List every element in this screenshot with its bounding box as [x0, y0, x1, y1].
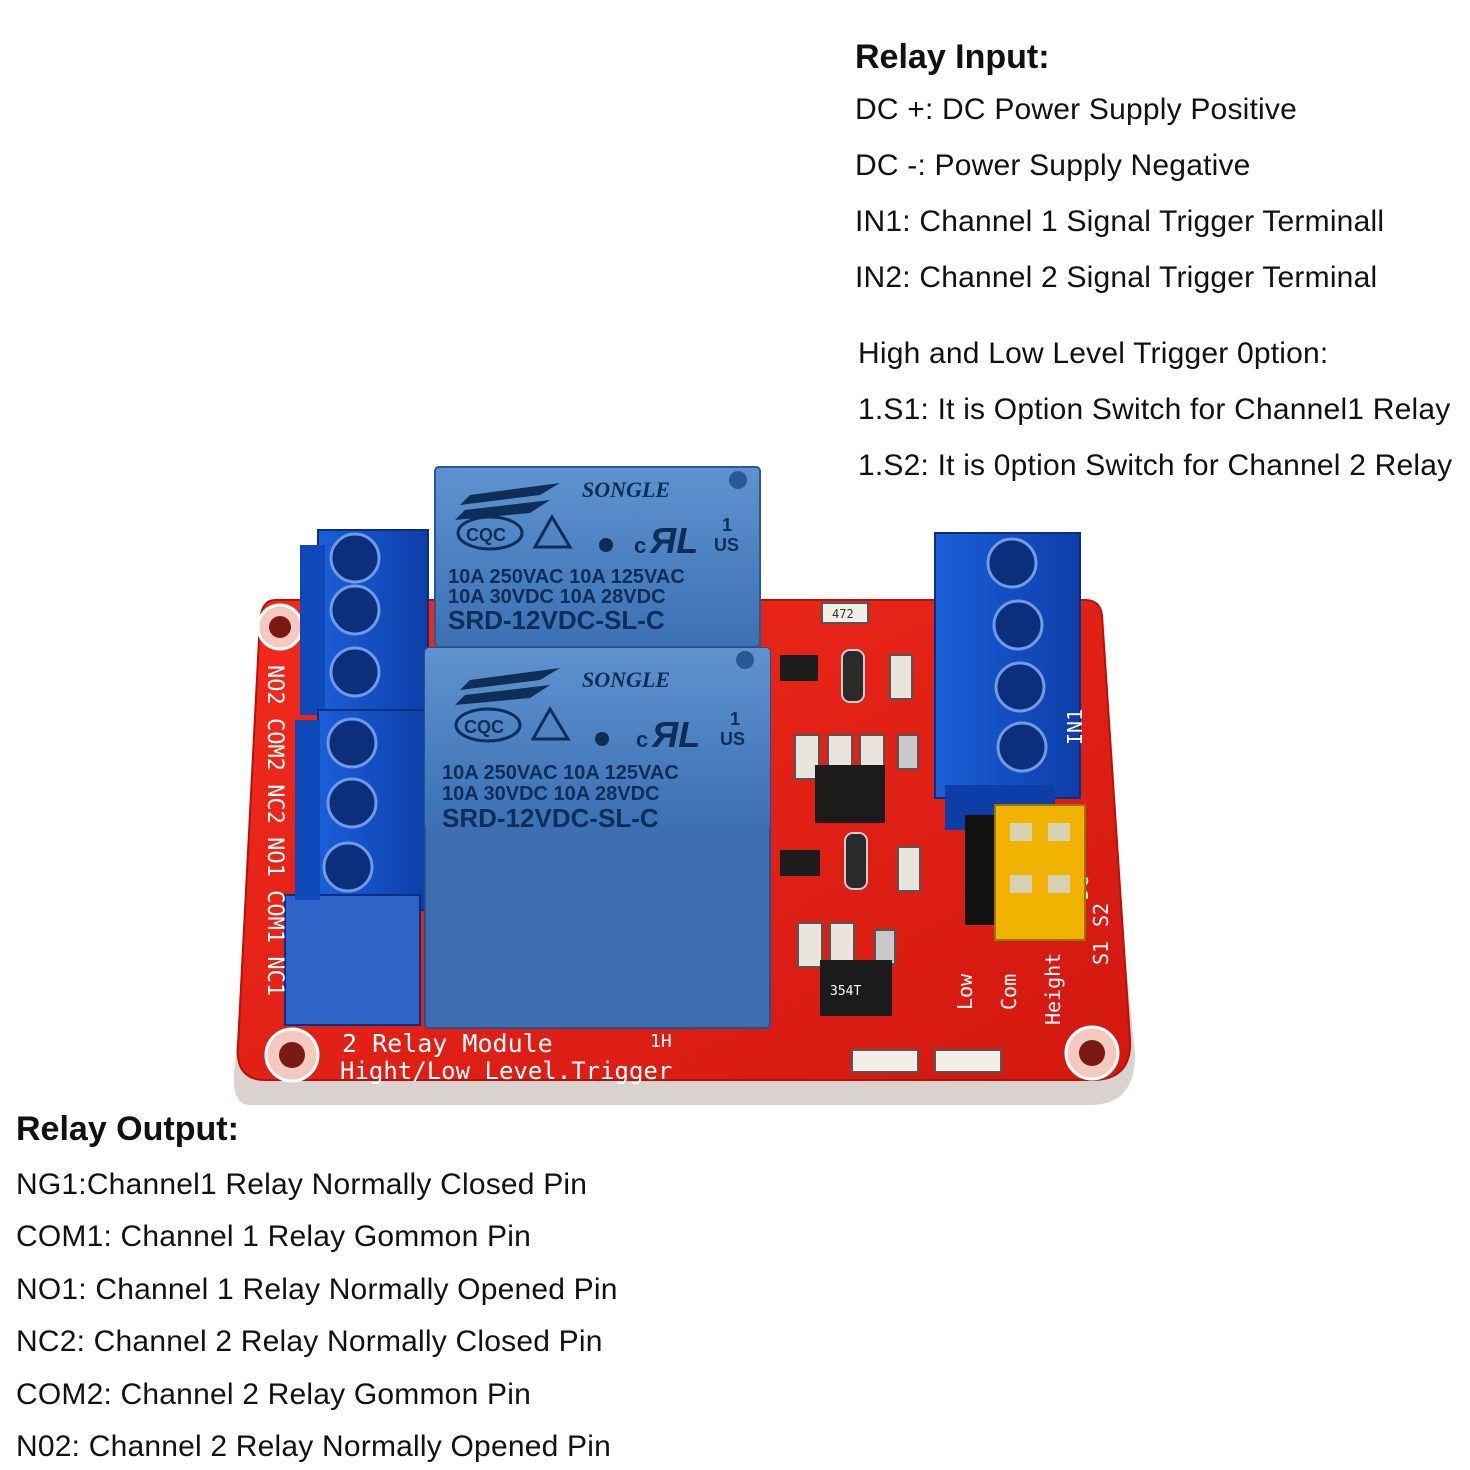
relay-front-ul-num: 1 [730, 709, 740, 729]
trigger-option-line-s1: 1.S1: It is Option Switch for Channel1 R… [858, 393, 1451, 426]
ul-mark-icon: ЯL [649, 520, 698, 561]
relay-output-line-com1: COM1: Channel 1 Relay Gommon Pin [16, 1220, 531, 1253]
silk-1h: 1H [650, 1031, 672, 1052]
screw-icon [986, 537, 1048, 773]
silk-module-subtitle: Hight/Low Level.Trigger [340, 1057, 672, 1085]
resistor-code: 472 [832, 607, 854, 621]
relay-input-line-dc-plus: DC +: DC Power Supply Positive [855, 93, 1297, 126]
jumper-low-label: Low [953, 973, 977, 1010]
relay-top-ul-us: US [714, 535, 739, 555]
trigger-option-heading: High and Low Level Trigger 0ption: [858, 337, 1329, 370]
relay-top-ul-c: c [634, 533, 646, 558]
relay-top: SONGLE CQC c ЯL 1 US 10A 250VAC 10A 125V… [434, 466, 761, 648]
left-pin-labels: NO2 COM2 NC2 NO1 COM1 NC1 [262, 665, 287, 996]
relay-output-line-nc1: NG1:Channel1 Relay Normally Closed Pin [16, 1168, 588, 1201]
relay-output-heading: Relay Output: [16, 1110, 239, 1148]
screw-icon [322, 532, 381, 893]
relay-front-rating-1: 10A 250VAC 10A 125VAC [442, 762, 679, 784]
silk-module-title: 2 Relay Module [342, 1029, 553, 1058]
jumper-com-label: Com [997, 974, 1021, 1010]
relay-top-ul-num: 1 [722, 515, 732, 535]
relay-front-model: SRD-12VDC-SL-C [442, 803, 659, 833]
jumper-s2-label: S2 [1089, 903, 1113, 927]
relay-front-ul-us: US [720, 729, 745, 749]
relay-top-rating-1: 10A 250VAC 10A 125VAC [448, 566, 685, 588]
relay-input-line-in1: IN1: Channel 1 Signal Trigger Terminall [855, 205, 1385, 238]
relay-front-brand: SONGLE [582, 667, 670, 692]
relay-front-ul-c: c [636, 727, 648, 752]
relay-output-line-no1: NO1: Channel 1 Relay Normally Opened Pin [16, 1273, 618, 1306]
relay-module-svg: NO2 COM2 NC2 NO1 COM1 NC1 SONGLE CQC c Я… [234, 466, 1135, 1105]
relay-front-cqc: CQC [464, 717, 504, 737]
jumper-header [965, 804, 1086, 941]
relay-output-line-com2: COM2: Channel 2 Relay Gommon Pin [16, 1378, 531, 1411]
relay-top-brand: SONGLE [582, 477, 670, 502]
relay-front: SONGLE CQC c ЯL 1 US 10A 250VAC 10A 125V… [424, 647, 771, 1029]
relay-output-line-no2: N02: Channel 2 Relay Normally Opened Pin [16, 1430, 611, 1463]
smd-components: 472 354T [780, 602, 1002, 1073]
relay-input-line-dc-minus: DC -: Power Supply Negative [855, 149, 1251, 182]
trigger-option-line-s2: 1.S2: It is 0ption Switch for Channel 2 … [858, 449, 1453, 482]
optocoupler-code: 354T [830, 984, 861, 999]
relay-top-model: SRD-12VDC-SL-C [448, 605, 665, 635]
relay-top-cqc: CQC [466, 525, 506, 545]
jumper-s1-label: S1 [1089, 941, 1113, 965]
relay-input-line-in2: IN2: Channel 2 Signal Trigger Terminal [855, 261, 1378, 294]
ul-mark-icon: ЯL [651, 714, 700, 755]
warning-triangle-icon [532, 514, 573, 549]
warning-triangle-icon [530, 706, 571, 741]
jumper-high-label: Height [1041, 953, 1065, 1025]
relay-front-rating-2: 10A 30VDC 10A 28VDC [442, 783, 660, 805]
relay-output-line-nc2: NC2: Channel 2 Relay Normally Closed Pin [16, 1325, 603, 1358]
mounting-hole-icon [256, 603, 1120, 1083]
relay-module-illustration: NO2 COM2 NC2 NO1 COM1 NC1 SONGLE CQC c Я… [230, 455, 1140, 1115]
relay-top-rating-2: 10A 30VDC 10A 28VDC [448, 586, 666, 608]
right-in-label: IN1 [1063, 709, 1087, 745]
relay-input-heading: Relay Input: [855, 38, 1050, 76]
